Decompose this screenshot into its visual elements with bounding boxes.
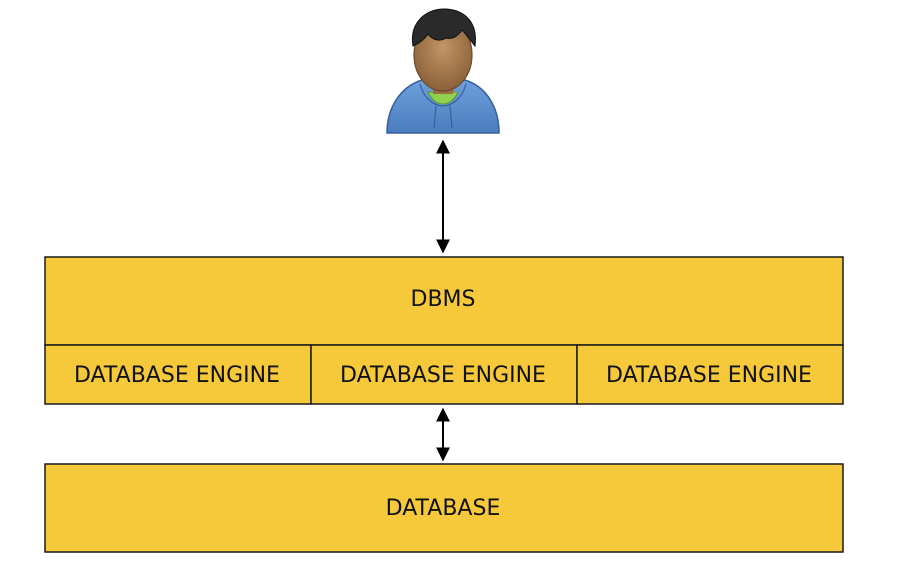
dbms-box: DBMS bbox=[44, 256, 844, 346]
user-icon bbox=[386, 8, 500, 134]
database-engine-cell-2 bbox=[310, 344, 578, 405]
database-engine-cell-1 bbox=[44, 344, 312, 405]
database-engine-cell-3 bbox=[576, 344, 844, 405]
database-label: DATABASE bbox=[386, 496, 501, 521]
database-engine-label-2: DATABASE ENGINE bbox=[340, 363, 546, 388]
database-box: DATABASE bbox=[44, 463, 844, 553]
dbms-label: DBMS bbox=[411, 287, 476, 312]
database-engine-row: DATABASE ENGINE DATABASE ENGINE DATABASE… bbox=[44, 344, 844, 405]
database-engine-label-3: DATABASE ENGINE bbox=[606, 363, 812, 388]
database-engine-label-1: DATABASE ENGINE bbox=[74, 363, 280, 388]
